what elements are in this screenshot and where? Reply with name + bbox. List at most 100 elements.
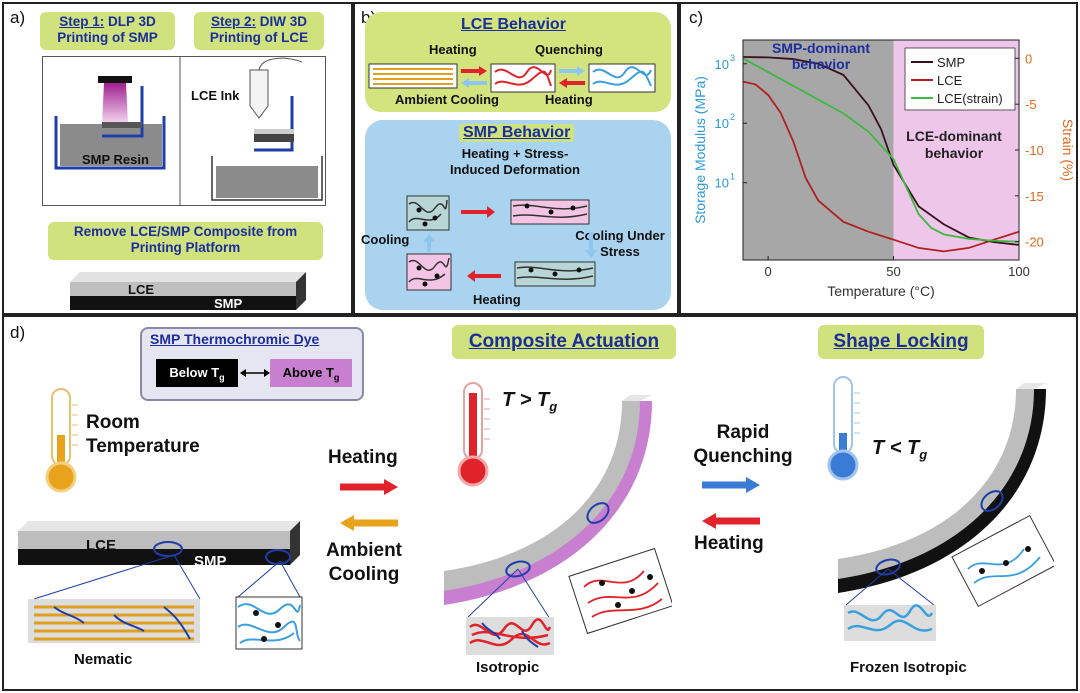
room-temp-line2: Temperature [86, 435, 200, 457]
x-axis-label: Temperature (°C) [827, 283, 935, 299]
y-right-tick-label: -20 [1025, 235, 1044, 250]
cooling-under2: Stress [600, 243, 640, 259]
smp-heating-label: Heating [473, 292, 521, 307]
lce-quenching-label: Quenching [535, 42, 603, 57]
rapid-line1: Rapid [716, 422, 770, 443]
y-right-tick-label: -15 [1025, 189, 1044, 204]
frozen-isotropic-inset [844, 514, 1054, 641]
ambient-cooling-label: Ambient Cooling [316, 539, 412, 587]
flat-bar-lce-label: LCE [86, 537, 116, 554]
frozen-isotropic-label: Frozen Isotropic [850, 659, 967, 676]
shape-locking-title: Shape Locking [818, 325, 984, 359]
stress-line2: Induced Deformation [449, 161, 580, 177]
lce-region-line2: behavior [924, 144, 984, 161]
below-tg-sub: g [219, 372, 225, 383]
step1-text2: Printing of SMP [57, 29, 158, 45]
hot-thermometer-icon [457, 382, 490, 487]
dye-title: SMP Thermochromic Dye [150, 331, 320, 347]
shaded-region-0 [743, 40, 894, 260]
stress-line1: Heating + Stress- [461, 146, 569, 161]
smp-cooling-label: Cooling [361, 232, 410, 247]
smp-cycle-diagram [406, 195, 597, 291]
x-tick-label: 50 [886, 264, 900, 279]
lce-region-label: LCE-dominant behavior [889, 128, 1019, 162]
t-gt-text: T > T [502, 389, 550, 411]
step1-title: Step 1: DLP 3D Printing of SMP [40, 12, 175, 50]
t-gt-sub: g [549, 399, 558, 414]
lce-behavior-diagram [368, 63, 656, 93]
bar-smp-label: SMP [214, 296, 243, 311]
heating-arrow-icon [340, 479, 398, 531]
y-left-tick-exponent: 3 [730, 53, 735, 63]
y-right-tick-label: -10 [1025, 143, 1044, 158]
curved-composite-locked [838, 383, 1046, 593]
step1-text: DLP 3D [108, 14, 156, 29]
cold-thermometer-icon [827, 376, 860, 481]
composite-title-text: Composite Actuation [468, 331, 660, 352]
bar-lce-label: LCE [128, 282, 154, 297]
cooling-under-stress-label: Cooling Under Stress [565, 228, 675, 259]
remove-line2: Printing Platform [130, 239, 241, 255]
composite-actuation-title: Composite Actuation [452, 325, 676, 359]
above-tg-sub: g [333, 372, 340, 383]
y-left-tick-exponent: 1 [730, 172, 735, 182]
lce-heating-label: Heating [429, 42, 477, 57]
step1-prefix: Step 1: [59, 14, 105, 29]
legend-label: SMP [937, 55, 965, 70]
heating2-label: Heating [694, 533, 764, 554]
quench-arrow-icon [702, 477, 760, 529]
y-right-tick-label: -5 [1025, 97, 1037, 112]
dye-double-arrow-icon [240, 369, 270, 377]
smp-region-label: SMP-dominant behavior [751, 40, 891, 72]
locking-title-text: Shape Locking [833, 331, 969, 352]
t-lt-text: T < T [872, 437, 920, 459]
lce-ink-label: LCE Ink [191, 88, 240, 103]
smp-region-line2: behavior [791, 56, 851, 73]
stress-deformation-label: Heating + Stress- Induced Deformation [425, 146, 605, 177]
t-greater-tg-label: T > Tg [502, 389, 557, 414]
lce-region-line1: LCE-dominant [906, 128, 1002, 144]
above-tg-label: Above T [282, 365, 334, 380]
lce-behavior-title: LCE Behavior [461, 16, 566, 33]
smp-region-line1: SMP-dominant [772, 40, 870, 56]
panel-b: b) LCE Behavior Heating Quenching Ambien… [353, 2, 679, 315]
nematic-label: Nematic [74, 651, 133, 668]
flat-bar-smp-label: SMP [194, 553, 227, 570]
y-right-tick-label: 0 [1025, 51, 1032, 66]
above-tg-swatch: Above Tg [270, 359, 352, 387]
panel-c-label: c) [689, 8, 704, 27]
smp-resin-label: SMP Resin [82, 152, 149, 167]
y-right-axis-label: Strain (%) [1060, 119, 1076, 181]
room-temperature-label: Room Temperature [86, 411, 200, 459]
t-less-tg-label: T < Tg [872, 437, 927, 462]
legend-label: LCE [937, 73, 963, 88]
y-left-tick-exponent: 2 [730, 112, 735, 122]
x-tick-label: 0 [764, 264, 771, 279]
composite-bar [70, 272, 306, 310]
step2-text: DIW 3D [259, 14, 308, 29]
lce-ambient-cooling-label: Ambient Cooling [395, 92, 499, 107]
rapid-line2: Quenching [693, 445, 793, 467]
curved-composite-actuation [444, 395, 652, 605]
flat-composite-bar [18, 521, 300, 565]
below-tg-swatch: Below Tg [156, 359, 238, 387]
series-line-smp [742, 56, 1020, 246]
isotropic-inset [466, 547, 672, 655]
warm-thermometer-icon [45, 388, 78, 493]
syringe-icon [249, 69, 269, 119]
ambient-line2: Cooling [328, 563, 400, 585]
remove-line1: Remove LCE/SMP Composite from [73, 224, 298, 239]
panel-d: d) SMP Thermochromic Dye Below Tg Above … [2, 315, 1078, 691]
panel-d-label: d) [10, 323, 26, 342]
lce-heating2-label: Heating [545, 92, 593, 107]
nematic-inset [28, 555, 303, 650]
panel-a: a) Step 1: DLP 3D Printing of SMP Step 2… [2, 2, 353, 315]
y-left-axis-label: Storage Modulus (MPa) [692, 76, 708, 224]
cooling-under1: Cooling Under [575, 228, 665, 243]
series-line-lce [742, 80, 1020, 253]
t-lt-sub: g [919, 447, 928, 462]
heating-label: Heating [328, 447, 398, 468]
isotropic-label: Isotropic [476, 659, 540, 676]
